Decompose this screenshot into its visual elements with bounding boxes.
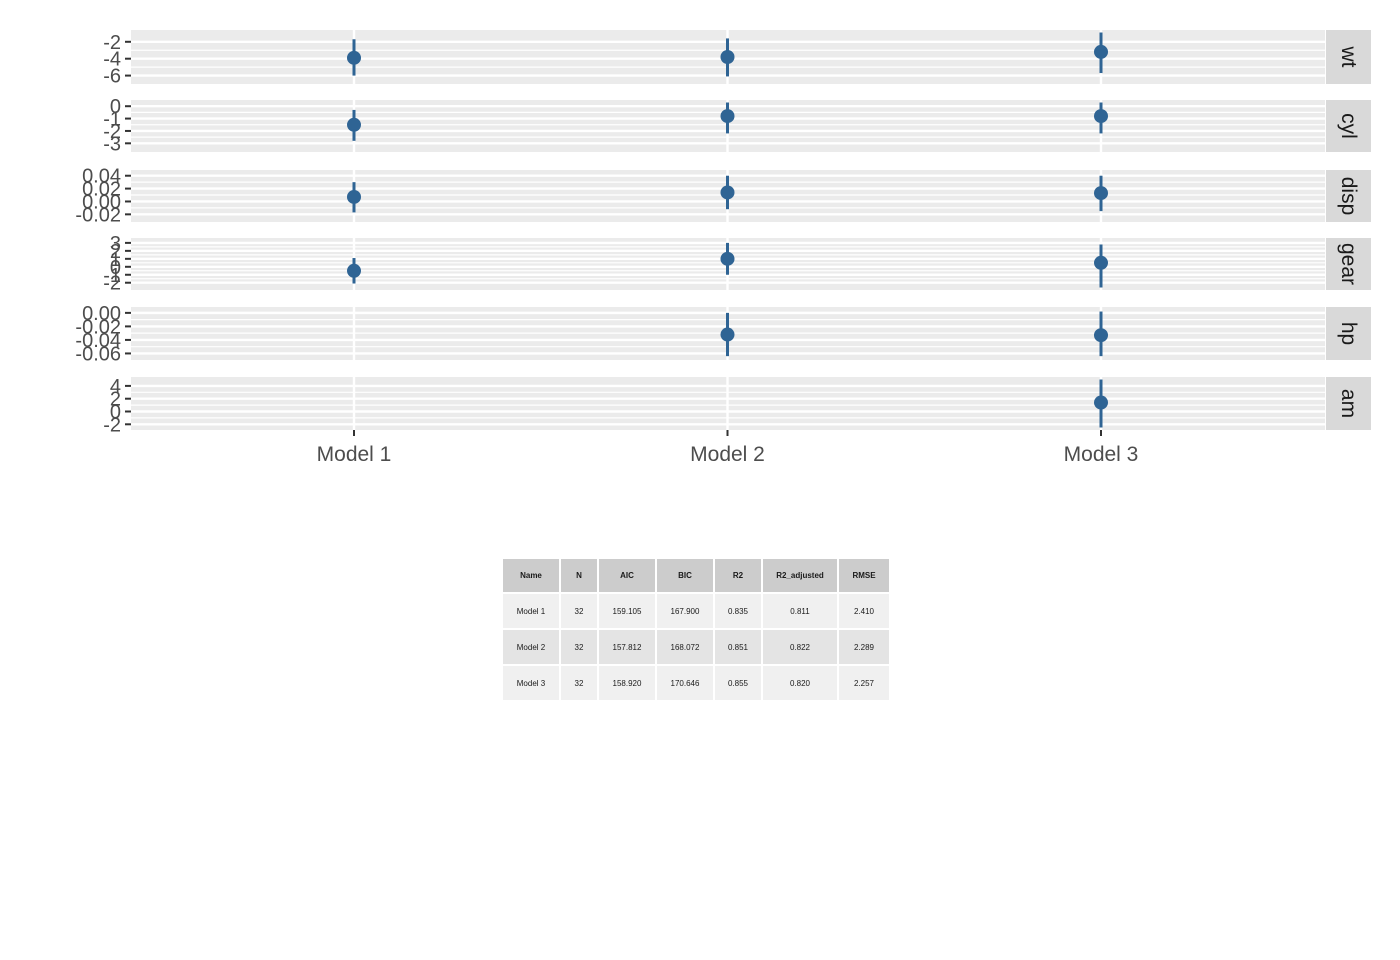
point-estimate (720, 251, 735, 266)
facet-strip-label-wt: wt (1337, 46, 1360, 68)
column-header-aic: AIC (599, 559, 655, 592)
y-tick-label: 0.00 (82, 303, 121, 325)
point-estimate (1094, 255, 1108, 270)
y-tick-label: -1 (103, 109, 121, 131)
y-tick-label: -2 (103, 414, 121, 436)
table-body: Model 1 32 159.105 167.900 0.835 0.811 2… (503, 594, 889, 700)
y-tick-label: 1 (110, 249, 121, 271)
point-estimate (720, 109, 735, 124)
y-tick-label: 2 (110, 389, 121, 411)
table-header-row: Name N AIC BIC R2 R2_adjusted RMSE (503, 559, 889, 592)
coefficient-plot: -2-4-6wt0-1-2-3cyl0.040.020.00-0.02disp3… (75, 30, 1371, 466)
y-tick-label: 4 (110, 376, 121, 398)
table-cell: 0.811 (763, 594, 837, 628)
table-cell: 32 (561, 594, 597, 628)
table-cell: 168.072 (657, 630, 713, 664)
facet-strip (1326, 377, 1371, 430)
table-cell: Model 1 (503, 594, 559, 628)
table-cell: 158.920 (599, 666, 655, 700)
x-tick-label: Model 1 (317, 443, 392, 466)
table-cell: Model 3 (503, 666, 559, 700)
point-estimate (347, 50, 361, 65)
table-cell: 32 (561, 630, 597, 664)
y-tick-label: -3 (103, 133, 121, 155)
point-estimate (1094, 328, 1108, 343)
y-tick-label: -0.04 (75, 330, 121, 352)
table-cell: 32 (561, 666, 597, 700)
facet-strip-label-gear: gear (1337, 243, 1360, 285)
y-tick-label: 0.00 (82, 191, 121, 213)
table-row: Model 3 32 158.920 170.646 0.855 0.820 2… (503, 666, 889, 700)
facet-strip (1326, 238, 1371, 290)
y-tick-label: -0.02 (75, 316, 121, 338)
table-cell: 0.822 (763, 630, 837, 664)
column-header-r2-adjusted: R2_adjusted (763, 559, 837, 592)
y-tick-label: -0.02 (75, 204, 121, 226)
column-header-name: Name (503, 559, 559, 592)
y-tick-label: 0.04 (82, 166, 121, 188)
facet-strip-label-hp: hp (1337, 322, 1360, 345)
y-tick-label: 0 (110, 402, 121, 424)
point-estimate (1094, 186, 1108, 201)
table-cell: 159.105 (599, 594, 655, 628)
table-row: Model 1 32 159.105 167.900 0.835 0.811 2… (503, 594, 889, 628)
point-estimate (347, 189, 361, 204)
x-tick-label: Model 3 (1064, 443, 1139, 466)
column-header-rmse: RMSE (839, 559, 889, 592)
column-header-n: N (561, 559, 597, 592)
table-cell: Model 2 (503, 630, 559, 664)
facet-strip-label-cyl: cyl (1337, 113, 1360, 139)
table-cell: 2.257 (839, 666, 889, 700)
model-fit-table: Name N AIC BIC R2 R2_adjusted RMSE Model… (501, 557, 891, 702)
y-tick-label: 0.02 (82, 179, 121, 201)
y-tick-label: 0 (110, 96, 121, 118)
table-header: Name N AIC BIC R2 R2_adjusted RMSE (503, 559, 889, 592)
table-cell: 0.855 (715, 666, 761, 700)
point-estimate (720, 327, 735, 342)
y-tick-label: -2 (103, 32, 121, 54)
table-cell: 157.812 (599, 630, 655, 664)
facet-strip (1326, 307, 1371, 360)
point-estimate (1094, 395, 1108, 410)
table-cell: 167.900 (657, 594, 713, 628)
table-row: Model 2 32 157.812 168.072 0.851 0.822 2… (503, 630, 889, 664)
x-tick-label: Model 2 (690, 443, 765, 466)
facet-strip (1326, 30, 1371, 84)
facet-strip-label-am: am (1337, 389, 1360, 418)
facet-strip (1326, 170, 1371, 222)
point-estimate (1094, 44, 1108, 59)
column-header-r2: R2 (715, 559, 761, 592)
y-tick-label: -2 (103, 273, 121, 295)
y-tick-label: -1 (103, 265, 121, 287)
table-cell: 170.646 (657, 666, 713, 700)
y-tick-label: -6 (103, 66, 121, 88)
table-cell: 0.835 (715, 594, 761, 628)
column-header-bic: BIC (657, 559, 713, 592)
y-tick-label: -2 (103, 121, 121, 143)
y-tick-label: 0 (110, 257, 121, 279)
facet-strip-label-disp: disp (1337, 177, 1360, 216)
table-cell: 2.410 (839, 594, 889, 628)
point-estimate (347, 263, 361, 278)
y-tick-label: 2 (110, 241, 121, 263)
y-tick-label: -0.06 (75, 343, 121, 365)
point-estimate (720, 50, 735, 64)
y-tick-label: 3 (110, 233, 121, 255)
point-estimate (720, 185, 735, 200)
y-tick-label: -4 (103, 49, 121, 71)
point-estimate (1094, 109, 1108, 124)
point-estimate (347, 117, 361, 132)
table-cell: 0.851 (715, 630, 761, 664)
table-cell: 2.289 (839, 630, 889, 664)
table-cell: 0.820 (763, 666, 837, 700)
facet-strip (1326, 100, 1371, 152)
